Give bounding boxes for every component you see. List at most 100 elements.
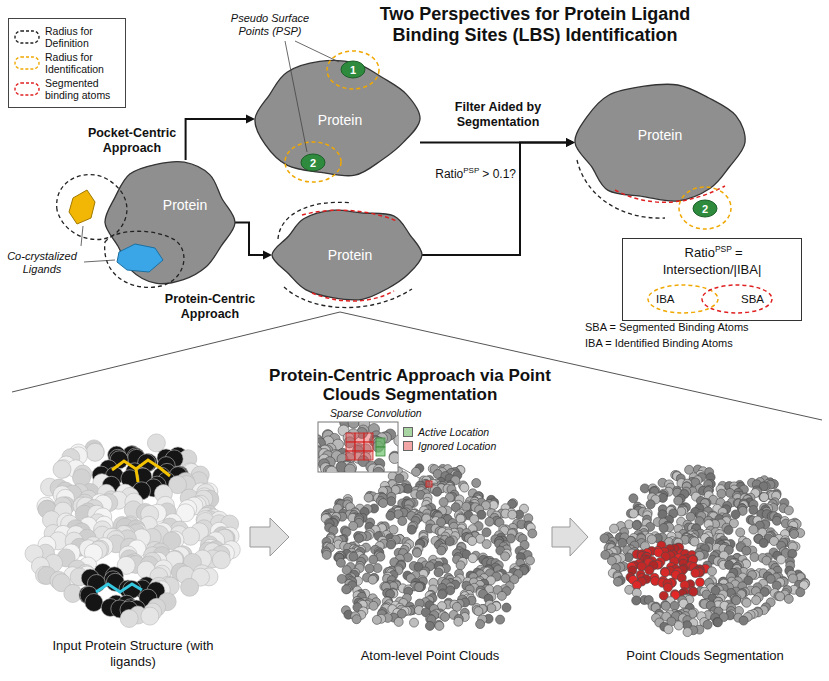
atom-point bbox=[713, 618, 722, 627]
annotation bbox=[577, 160, 731, 229]
atom-point bbox=[776, 592, 785, 601]
venn-outline bbox=[702, 285, 772, 313]
atom-point bbox=[434, 568, 443, 577]
atom-point bbox=[387, 540, 396, 549]
legend-line bbox=[15, 31, 39, 43]
block-arrow bbox=[552, 518, 588, 556]
node-text: Protein bbox=[328, 247, 372, 263]
text-holder: RatioPSP= Intersection/|IBA| bbox=[647, 245, 777, 278]
ligand bbox=[117, 244, 163, 272]
atom-point bbox=[445, 537, 454, 546]
atom-point bbox=[677, 507, 686, 516]
legend-box: Radius for DefinitionRadius for Identifi… bbox=[8, 18, 126, 108]
atom-point bbox=[476, 620, 485, 629]
atom-point bbox=[364, 493, 373, 502]
legend-text: Radius for Identification bbox=[45, 51, 120, 75]
label-box: IBA = Identified Binding Atoms bbox=[585, 336, 795, 350]
text-holder: SBA bbox=[741, 293, 764, 306]
leader-line bbox=[84, 260, 115, 262]
atom-point bbox=[683, 628, 692, 637]
atom-point bbox=[708, 567, 717, 576]
ignored-cell bbox=[355, 442, 364, 451]
atom-point bbox=[482, 540, 491, 549]
atom-point bbox=[394, 435, 398, 446]
edge-label-box: Filter Aided by Segmentation bbox=[428, 100, 568, 130]
atom-point bbox=[784, 594, 793, 603]
atom-point bbox=[372, 615, 381, 624]
node-text: 2 bbox=[702, 203, 708, 215]
atom-point bbox=[407, 525, 416, 534]
atom-point bbox=[439, 498, 448, 507]
atom-point bbox=[731, 510, 740, 519]
text-holder: Protein bbox=[163, 197, 207, 213]
legend-row: Radius for Identification bbox=[14, 51, 120, 75]
atom-point bbox=[497, 591, 506, 600]
annotation bbox=[278, 202, 412, 307]
label-text: > 0.1? bbox=[482, 167, 516, 181]
arrow-head bbox=[246, 115, 255, 124]
legend-line bbox=[15, 83, 39, 95]
atom-point bbox=[647, 535, 656, 544]
edge-label: Protein-Centric Approach bbox=[160, 292, 260, 322]
atom-point bbox=[452, 602, 461, 611]
atom-point bbox=[742, 597, 751, 606]
atom-point bbox=[688, 587, 697, 596]
atom-point bbox=[487, 604, 496, 613]
atom-point bbox=[689, 587, 698, 596]
atom-point bbox=[686, 512, 695, 521]
edge-label-box: Pocket-Centric Approach bbox=[80, 126, 184, 156]
node-text: Protein bbox=[318, 112, 362, 128]
protein-shape: Protein2 bbox=[575, 80, 745, 205]
atom-point bbox=[501, 552, 510, 561]
legend-sample bbox=[14, 30, 40, 44]
legend-sample bbox=[14, 56, 40, 70]
atom-point bbox=[403, 553, 412, 562]
atom-point bbox=[86, 443, 104, 461]
leader-line bbox=[295, 41, 339, 62]
identification-radius bbox=[679, 187, 731, 229]
node-text: 2 bbox=[310, 157, 316, 169]
active-cell bbox=[376, 438, 385, 447]
atom-point bbox=[348, 422, 359, 428]
block-arrow bbox=[250, 518, 289, 556]
atom-point bbox=[441, 612, 450, 621]
atom-point bbox=[373, 467, 384, 472]
label-text: Point Clouds Segmentation bbox=[626, 648, 784, 663]
atom-point bbox=[454, 617, 463, 626]
atom-point bbox=[696, 578, 705, 587]
atom-point bbox=[661, 601, 670, 610]
label-text: Protein-Centric Approach via Point Cloud… bbox=[269, 366, 551, 404]
identification-radius bbox=[285, 142, 341, 182]
node-text: PSP bbox=[715, 244, 732, 254]
psp-marker: 2 bbox=[301, 154, 325, 171]
atom-point bbox=[613, 577, 622, 586]
edge-label: Filter Aided by Segmentation bbox=[428, 100, 568, 130]
atom-point bbox=[472, 479, 481, 488]
definition-radius bbox=[577, 160, 665, 218]
definition-radius bbox=[105, 231, 184, 287]
atom-point bbox=[468, 537, 477, 546]
ignored-cell bbox=[346, 433, 355, 442]
atom-point bbox=[691, 569, 700, 578]
atom-point bbox=[713, 618, 722, 627]
label-box: Sparse Convolution bbox=[330, 407, 440, 419]
legend-sample bbox=[14, 82, 40, 96]
atom-point bbox=[752, 596, 761, 605]
atom-point bbox=[485, 517, 494, 526]
atom-point bbox=[632, 596, 641, 605]
atom-point bbox=[674, 621, 683, 630]
atom-point bbox=[414, 583, 423, 592]
atom-point bbox=[739, 616, 748, 625]
atom-point bbox=[415, 583, 424, 592]
atom-point bbox=[659, 524, 668, 533]
label-box: Pseudo Surface Points (PSP) bbox=[220, 12, 320, 38]
ignored-cell bbox=[364, 451, 373, 460]
legend-swatch bbox=[403, 441, 413, 451]
atom-point bbox=[502, 603, 511, 612]
annotation bbox=[285, 41, 379, 182]
atom-point bbox=[784, 506, 793, 515]
atom-point bbox=[368, 575, 377, 584]
atom-point bbox=[663, 583, 672, 592]
venn-outline bbox=[648, 285, 718, 313]
